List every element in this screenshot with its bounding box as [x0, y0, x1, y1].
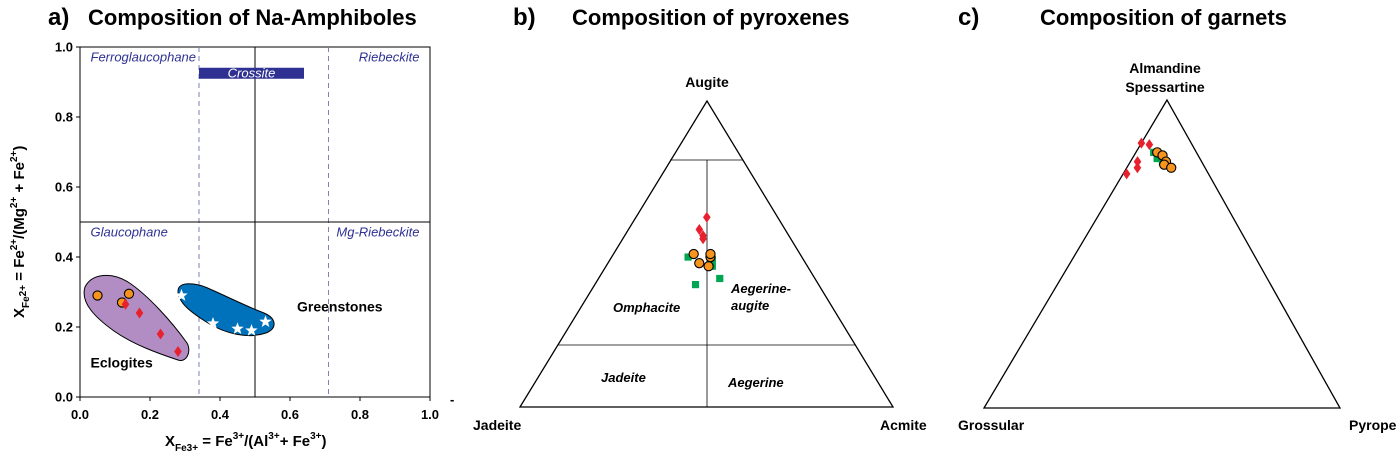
- region-label-line: augite: [731, 298, 769, 313]
- region-jadeite: Jadeite: [601, 370, 646, 385]
- vertex-jadeite: Jadeite: [473, 417, 521, 433]
- x-axis-label: XFe3+ = Fe3+/(Al3++ Fe3+): [165, 431, 327, 454]
- data-point-square: [684, 253, 692, 261]
- x-tick-label: 0.0: [71, 407, 89, 422]
- x-tick-label: 0.2: [141, 407, 159, 422]
- y-tick-label: 0.0: [55, 390, 73, 405]
- panel-a-label: a): [48, 4, 69, 31]
- vertex-acmite: Acmite: [880, 417, 927, 433]
- y-tick-label: 1.0: [55, 40, 73, 55]
- field-label-mg-riebeckite: Mg-Riebeckite: [336, 225, 419, 240]
- field-label-riebeckite: Riebeckite: [359, 50, 420, 65]
- amphibole-plot: 0.0 0.2 0.4 0.6 0.8 1.0 0.0 0.2 0.4 0.6 0.8 1.0 Fer…: [9, 40, 439, 455]
- data-point-square: [716, 274, 724, 283]
- data-point-diamond: [1133, 162, 1142, 174]
- x-tick-label: 0.6: [281, 407, 299, 422]
- data-point-square: [691, 281, 700, 289]
- data-point-circle: [688, 248, 699, 260]
- field-label-ferroglaucophane: Ferroglaucophane: [91, 50, 197, 65]
- data-point-square: [1153, 154, 1161, 163]
- data-point-diamond: [699, 233, 707, 245]
- field-guides: [80, 47, 430, 397]
- data-point-circle: [703, 261, 714, 272]
- data-point-circle: [123, 288, 135, 299]
- field-label-glaucophane: Glaucophane: [91, 225, 168, 240]
- vertex-grossular: Grossular: [958, 417, 1025, 433]
- greenstone-field: [177, 283, 275, 337]
- x-tick-label: 0.4: [211, 407, 230, 422]
- vertex-label-line: Almandine: [1129, 60, 1201, 76]
- data-point-diamond: [1145, 139, 1154, 151]
- crossite-bar-rect: [199, 67, 304, 79]
- data-point-diamond: [1122, 168, 1131, 180]
- data-point-circle: [694, 258, 705, 269]
- group-label-eclogites: Eclogites: [91, 354, 153, 370]
- data-point-diamond: [703, 211, 711, 223]
- data-point-diamond: [695, 224, 704, 236]
- region-aegerine-augite: Aegerine-augite: [730, 281, 791, 313]
- data-point-star: [245, 324, 258, 336]
- y-tick-label: 0.2: [55, 320, 73, 335]
- eclogite-field: [83, 274, 190, 361]
- axis-ticks: 0.0 0.2 0.4 0.6 0.8 1.0 0.0 0.2 0.4 0.6 0.8 1.0: [55, 40, 439, 423]
- data-point-diamond: [156, 328, 165, 340]
- data-points: [684, 211, 724, 289]
- stray-dash: -: [450, 392, 454, 407]
- region-omphacite: Omphacite: [613, 300, 680, 315]
- data-point-circle: [1166, 162, 1177, 173]
- region-aegerine: Aegerine: [727, 375, 784, 390]
- panel-b-label: b): [513, 4, 536, 31]
- field-labels: Ferroglaucophane Riebeckite Glaucophane …: [91, 50, 420, 240]
- data-point-circle: [705, 248, 716, 260]
- data-point-circle: [92, 290, 103, 301]
- data-point-diamond: [174, 346, 182, 357]
- vertex-pyrope: Pyrope: [1349, 417, 1397, 433]
- data-point-diamond: [1133, 156, 1142, 168]
- y-tick-label: 0.6: [55, 180, 73, 195]
- ternary-frame: [518, 99, 895, 408]
- group-label-greenstones: Greenstones: [297, 298, 383, 314]
- data-point-star: [259, 315, 272, 328]
- ternary-frame: [982, 98, 1342, 409]
- data-point-diamond: [1137, 137, 1146, 149]
- region-label-line: Aegerine-: [730, 281, 791, 296]
- panel-c-title: Composition of garnets: [1040, 5, 1287, 30]
- y-axis-label: XFe2+ = Fe2+/(Mg2+ + Fe2+): [9, 146, 32, 318]
- pyroxene-ternary: Augite Jadeite Acmite Omphacite Aegerine…: [473, 74, 927, 433]
- crossite-bar: Crossite: [199, 65, 304, 80]
- panel-a-title: Composition of Na-Amphiboles: [88, 5, 417, 30]
- panel-c-label: c): [958, 4, 979, 31]
- data-point-diamond: [121, 298, 130, 310]
- data-point-star: [231, 322, 244, 335]
- data-point-star: [175, 289, 188, 301]
- y-tick-label: 0.8: [55, 110, 73, 125]
- data-point-star: [206, 317, 220, 329]
- x-tick-label: 0.8: [351, 407, 369, 422]
- vertex-augite: Augite: [685, 74, 729, 90]
- panel-b-title: Composition of pyroxenes: [572, 5, 849, 30]
- group-fields: [83, 274, 275, 361]
- vertex-label-line: Spessartine: [1125, 79, 1205, 95]
- data-points: [1122, 137, 1177, 180]
- x-tick-label: 1.0: [421, 407, 439, 422]
- data-points: [92, 288, 272, 357]
- y-tick-label: 0.4: [55, 250, 74, 265]
- crossite-label: Crossite: [228, 65, 276, 80]
- data-point-diamond: [135, 307, 144, 319]
